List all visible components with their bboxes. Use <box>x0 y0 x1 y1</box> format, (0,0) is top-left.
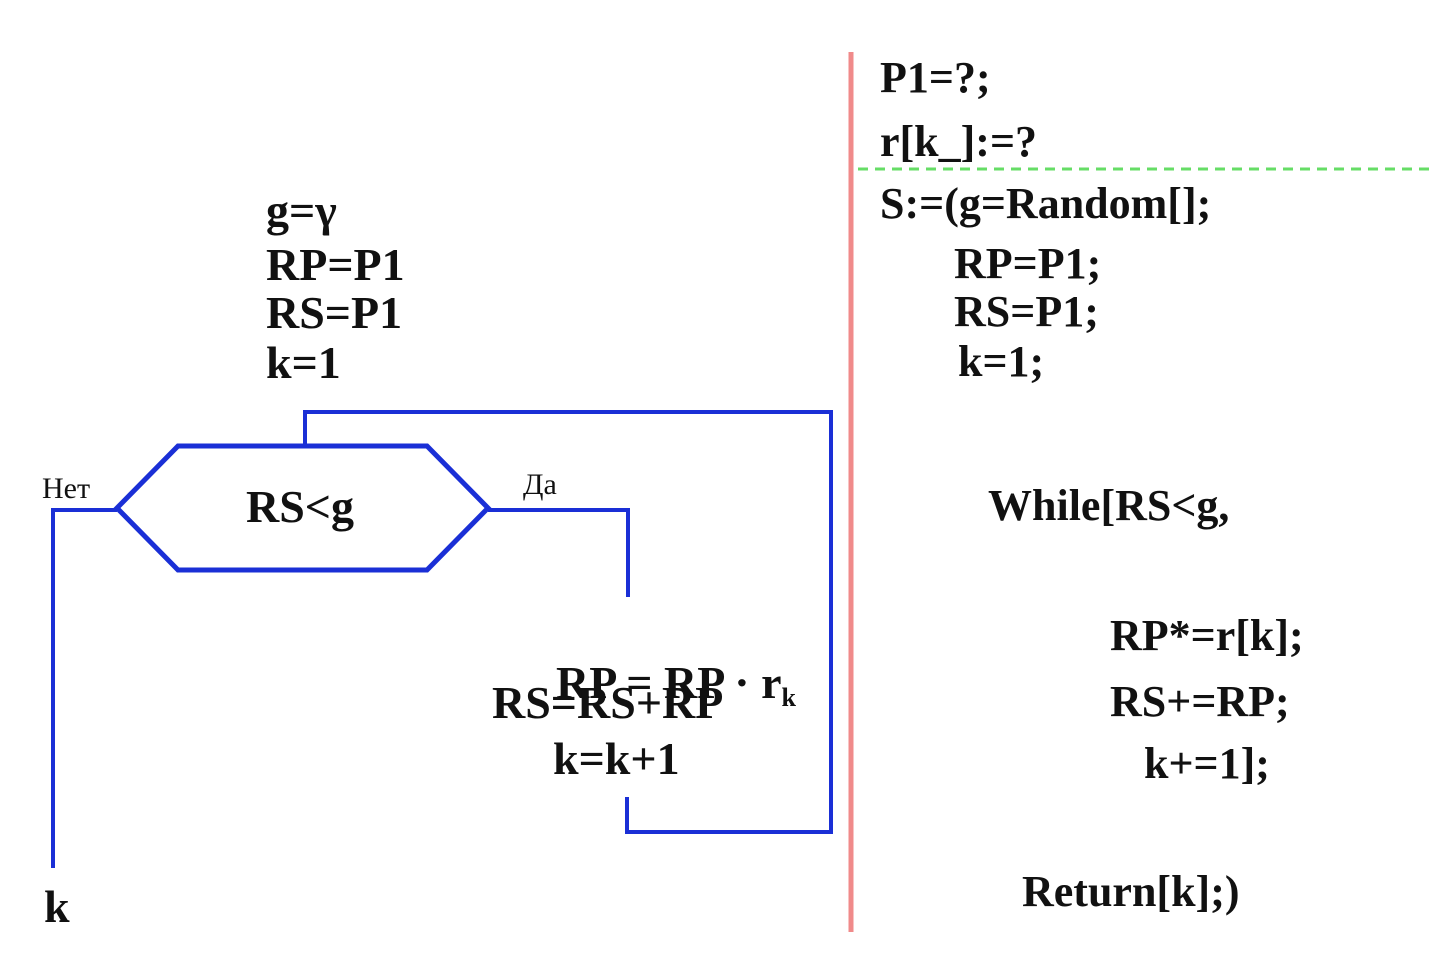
code-line-rp-mul: RP*=r[k]; <box>1110 611 1304 660</box>
body-rp-subscript: k <box>781 683 796 712</box>
code-line-s: S:=(g=Random[]; <box>880 179 1212 228</box>
code-line-return: Return[k];) <box>1022 867 1240 916</box>
code-line-rs-add: RS+=RP; <box>1110 677 1290 726</box>
code-line-k-inc: k+=1]; <box>1144 739 1270 788</box>
init-rp: RP=P1 <box>266 239 405 290</box>
output-k: k <box>44 881 70 932</box>
no-label: Нет <box>42 472 91 505</box>
init-g: g=γ <box>266 185 337 236</box>
init-k: k=1 <box>266 337 341 388</box>
yes-label: Да <box>523 468 557 501</box>
body-rp-update: RP = RP · rk <box>510 614 796 752</box>
code-header-p1: P1=?; <box>880 53 991 102</box>
body-rp-main: RP = RP · r <box>556 657 782 708</box>
code-line-while: While[RS<g, <box>988 481 1230 530</box>
code-line-rs: RS=P1; <box>954 287 1099 336</box>
loop-back-line <box>303 410 833 834</box>
condition-label: RS<g <box>246 481 355 532</box>
body-rs-update: RS=RS+RP <box>492 677 724 728</box>
init-rs: RS=P1 <box>266 287 403 338</box>
code-line-rp: RP=P1; <box>954 239 1102 288</box>
code-header-r: r[k_]:=? <box>880 117 1038 166</box>
no-branch-line <box>51 508 117 868</box>
yes-branch-line <box>488 508 630 597</box>
code-line-k: k=1; <box>958 337 1045 386</box>
body-k-update: k=k+1 <box>553 733 680 784</box>
